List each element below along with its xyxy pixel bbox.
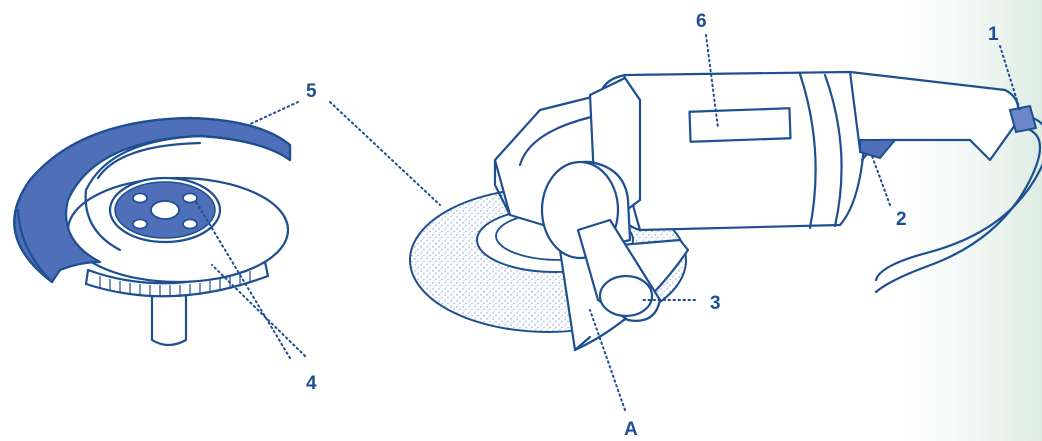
callout-labels: 1 2 3 4 5 6 A [306,11,999,440]
callout-label-5: 5 [306,81,317,102]
callout-label-6: 6 [696,11,707,32]
callout-label-3: 3 [710,293,721,314]
disc-guard-assembly [13,116,292,347]
background-tint [860,0,1042,441]
trigger-switch [859,139,898,160]
callout-label-2: 2 [896,209,907,230]
leader-lines [194,34,1021,411]
callout-label-a: A [624,419,638,440]
callout-label-4: 4 [306,373,317,394]
callout-label-1: 1 [988,24,999,45]
cable-guard [1008,104,1038,134]
angle-grinder [409,70,1042,352]
